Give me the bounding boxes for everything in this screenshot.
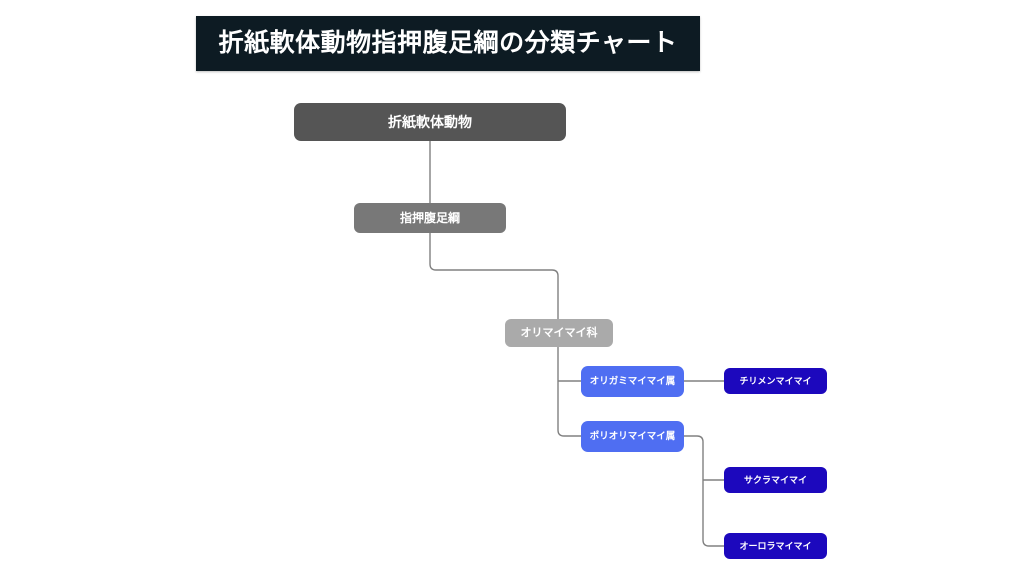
edge-genus-b-spine <box>684 435 724 547</box>
node-species-aurora-label: オーロラマイマイ <box>739 540 812 551</box>
node-root-label: 折紙軟体動物 <box>388 114 472 130</box>
node-species-sakura[interactable]: サクラマイマイ <box>724 467 827 493</box>
node-family[interactable]: オリマイマイ科 <box>505 319 613 347</box>
node-species-chirimen-label: チリメンマイマイ <box>739 375 812 386</box>
node-class-label: 指押腹足綱 <box>399 211 460 225</box>
chart-title-banner: 折紙軟体動物指押腹足綱の分類チャート <box>196 16 700 71</box>
node-genus-origami[interactable]: オリガミマイマイ属 <box>581 366 684 397</box>
node-family-label: オリマイマイ科 <box>520 326 598 339</box>
node-genus-poliori[interactable]: ポリオリマイマイ属 <box>581 421 684 452</box>
node-root[interactable]: 折紙軟体動物 <box>294 103 566 141</box>
node-genus-poliori-label: ポリオリマイマイ属 <box>589 430 676 442</box>
node-species-sakura-label: サクラマイマイ <box>743 474 807 485</box>
edge-family-spine <box>557 347 581 437</box>
node-species-chirimen[interactable]: チリメンマイマイ <box>724 368 827 394</box>
edge-class-to-family <box>429 233 559 319</box>
node-class[interactable]: 指押腹足綱 <box>354 203 506 233</box>
node-species-aurora[interactable]: オーロラマイマイ <box>724 533 827 559</box>
node-genus-origami-label: オリガミマイマイ属 <box>589 375 676 387</box>
page-title: 折紙軟体動物指押腹足綱の分類チャート <box>218 29 678 57</box>
